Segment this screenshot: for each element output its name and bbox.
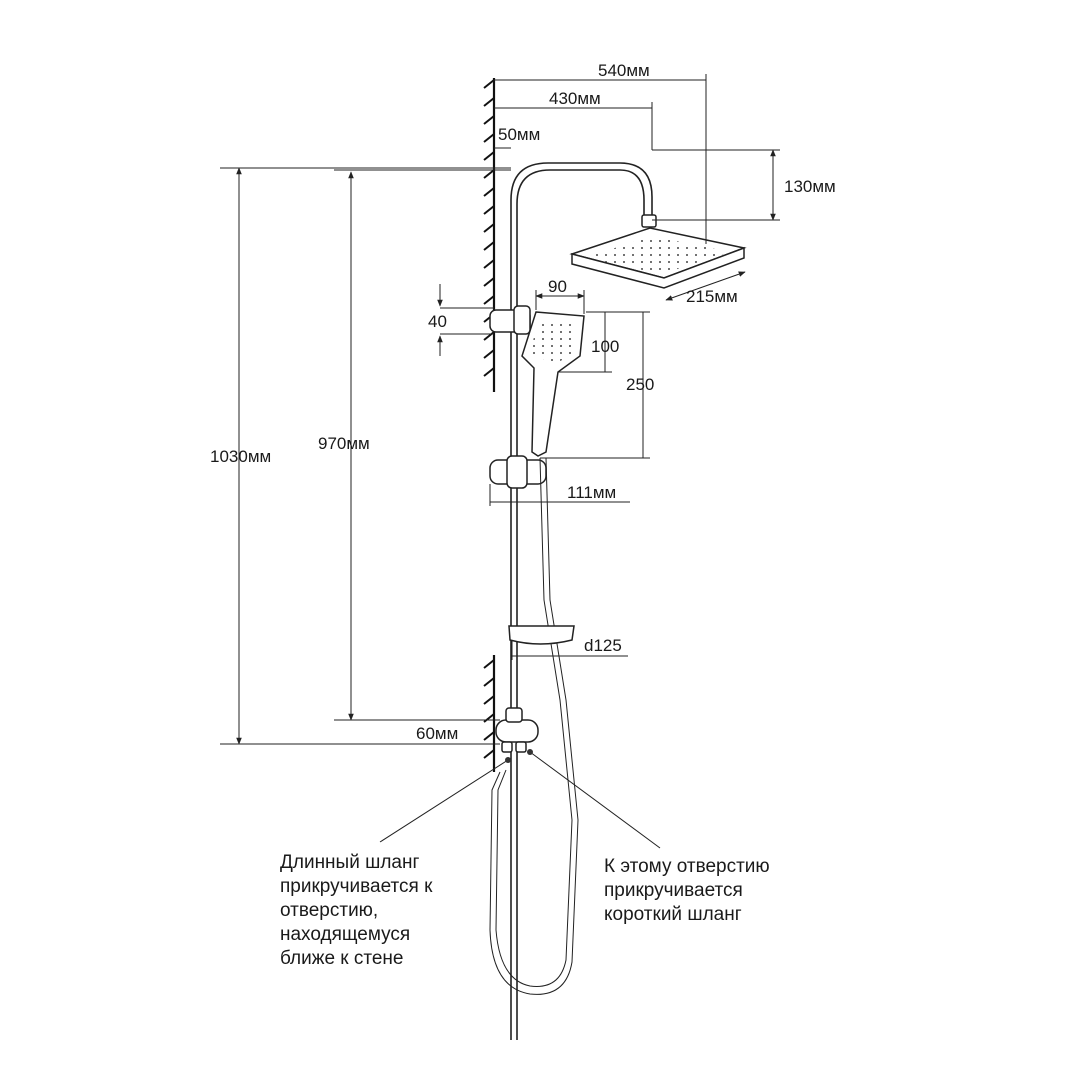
- dimension-bar-height: 970мм: [318, 434, 370, 453]
- dimension-hand-length: 250: [626, 375, 654, 394]
- wall-hatch-mark: [483, 349, 495, 359]
- mixer-valve: [495, 707, 539, 1040]
- shower-hose: [489, 457, 579, 995]
- dimension-hand-head: 100: [591, 337, 619, 356]
- rain-shower-head: [569, 214, 747, 289]
- dimension-soap-dish: d125: [584, 636, 622, 655]
- dimension-slider: 111мм: [567, 483, 616, 502]
- wall-hatch-mark: [483, 223, 495, 233]
- hand-shower-holder: [489, 305, 531, 335]
- wall-hatch-mark: [483, 677, 495, 687]
- note-long-hose-line: отверстию,: [280, 900, 378, 921]
- wall-hatch-mark: [483, 97, 495, 107]
- note-long-hose-line: прикручивается к: [280, 876, 433, 897]
- note-long-hose-line: находящемуся: [280, 924, 410, 945]
- note-short-hose-line: короткий шланг: [604, 904, 742, 925]
- wall-hatch-mark: [483, 331, 495, 341]
- note-short-hose-line: К этому отверстию: [604, 856, 770, 877]
- wall-hatch-mark: [483, 713, 495, 723]
- dimension-head-width: 215мм: [686, 287, 738, 306]
- note-short-hose-line: прикручивается: [604, 880, 743, 901]
- wall-hatch-mark: [483, 695, 495, 705]
- wall-hatch-mark: [483, 295, 495, 305]
- wall-hatch-mark: [483, 205, 495, 215]
- dimension-lines: [220, 74, 780, 745]
- wall-hatch-mark: [483, 659, 495, 669]
- note-long-hose: Длинный шланг прикручивается к отверстию…: [280, 852, 433, 969]
- wall-hatch-mark: [483, 259, 495, 269]
- wall-hatch-mark: [483, 241, 495, 251]
- note-short-hose: К этому отверстию прикручивается коротки…: [604, 856, 770, 925]
- wall-hatch-mark: [483, 367, 495, 377]
- dimension-arm-width: 430мм: [549, 89, 601, 108]
- wall-hatch-mark: [483, 277, 495, 287]
- soap-dish: [508, 625, 575, 645]
- leader-lines: [379, 749, 661, 849]
- wall-lower: [483, 655, 496, 772]
- hand-shower: [521, 311, 585, 457]
- dimension-total-height: 1030мм: [210, 447, 271, 466]
- dimension-mixer: 60мм: [416, 724, 458, 743]
- dimension-wall-offset: 50мм: [498, 125, 540, 144]
- wall-hatch-mark: [483, 151, 495, 161]
- wall-hatch-mark: [483, 749, 495, 759]
- wall-hatch-mark: [483, 133, 495, 143]
- wall-hatch-mark: [483, 115, 495, 125]
- wall-hatch-mark: [483, 79, 495, 89]
- dimension-head-drop: 130мм: [784, 177, 836, 196]
- wall-hatch-mark: [483, 731, 495, 741]
- slider-holder: [489, 455, 547, 489]
- dimension-holder-height: 40: [428, 312, 447, 331]
- wall-hatch-mark: [483, 169, 495, 179]
- note-long-hose-line: Длинный шланг: [280, 852, 419, 873]
- dimension-total-width: 540мм: [598, 61, 650, 80]
- wall-upper: [483, 78, 496, 392]
- dimension-hand-width: 90: [548, 277, 567, 296]
- note-long-hose-line: ближе к стене: [280, 948, 404, 969]
- wall-hatch-mark: [483, 187, 495, 197]
